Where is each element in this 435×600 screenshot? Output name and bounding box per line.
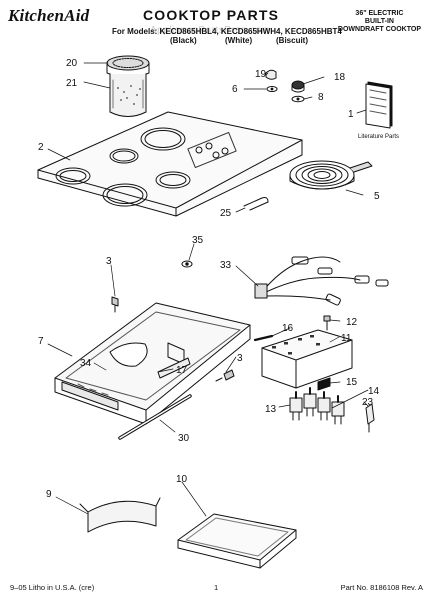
callout-21: 21 bbox=[66, 78, 78, 89]
callout-35: 35 bbox=[192, 235, 204, 246]
callout-9: 9 bbox=[46, 489, 52, 500]
callout-17: 17 bbox=[176, 365, 188, 376]
footer-part-number: Part No. 8186108 Rev. A bbox=[340, 583, 423, 592]
knob-part-19 bbox=[265, 69, 277, 80]
heat-shield-part bbox=[79, 497, 161, 533]
infinite-switches-part bbox=[289, 387, 345, 425]
control-box-part bbox=[261, 329, 353, 389]
callout-33: 33 bbox=[220, 260, 232, 271]
callout-25: 25 bbox=[220, 208, 232, 219]
callout-5: 5 bbox=[374, 191, 380, 202]
callout-8: 8 bbox=[318, 92, 324, 103]
footer-litho: 9–05 Litho in U.S.A. (cre) bbox=[10, 583, 95, 592]
filter-housing-part bbox=[109, 73, 147, 117]
screw-part-3-top bbox=[111, 296, 119, 313]
washer-part-6 bbox=[266, 86, 278, 92]
callout-23: 23 bbox=[362, 397, 374, 408]
model-numbers: For Models: KECD865HBL4, KECD865HWH4, KE… bbox=[112, 27, 342, 36]
knob-part-18 bbox=[291, 80, 305, 93]
brand-logo: KitchenAid bbox=[8, 6, 90, 25]
callout-20: 20 bbox=[66, 58, 78, 69]
callout-1: 1 bbox=[348, 109, 354, 120]
callout-3-right: 3 bbox=[237, 353, 243, 364]
callout-12: 12 bbox=[346, 317, 358, 328]
surface-element-part bbox=[289, 160, 373, 190]
pin-part-16 bbox=[253, 334, 274, 342]
watermark: AppliancePartsPros.com bbox=[150, 25, 271, 36]
product-line-2: BUILT-IN bbox=[364, 18, 394, 25]
callout-34: 34 bbox=[80, 358, 92, 369]
page-title: COOKTOP PARTS bbox=[143, 7, 280, 23]
literature-parts-label: Literature Parts bbox=[358, 134, 399, 140]
callout-14: 14 bbox=[368, 386, 380, 397]
drip-tray-part bbox=[177, 513, 297, 569]
callout-19: 19 bbox=[255, 69, 267, 80]
wire-clip-part bbox=[243, 197, 269, 211]
product-description: 36" ELECTRIC BUILT-IN DOWNDRAFT COOKTOP bbox=[338, 10, 421, 34]
rod-part-30 bbox=[118, 394, 192, 440]
washer-part-8 bbox=[291, 95, 305, 103]
product-line-3: DOWNDRAFT COOKTOP bbox=[337, 26, 421, 33]
literature-part bbox=[365, 81, 393, 129]
grommet-part bbox=[181, 260, 193, 268]
callout-18: 18 bbox=[334, 72, 346, 83]
callout-11: 11 bbox=[341, 333, 352, 344]
color-biscuit-label: (Biscuit) bbox=[276, 36, 308, 45]
footer-page-number: 1 bbox=[214, 583, 219, 592]
callout-13: 13 bbox=[265, 404, 277, 415]
callout-7: 7 bbox=[38, 336, 44, 347]
cooktop-chassis-part bbox=[54, 302, 251, 425]
downdraft-filter-part bbox=[106, 55, 150, 78]
bracket-part-17 bbox=[157, 357, 191, 379]
callout-30: 30 bbox=[178, 433, 190, 444]
leader-lines bbox=[47, 62, 369, 517]
screw-part-3-right bbox=[215, 369, 235, 382]
wire-harness-part bbox=[254, 256, 389, 306]
product-line-1: 36" ELECTRIC bbox=[355, 10, 404, 17]
color-black-label: (Black) bbox=[170, 36, 197, 45]
glass-cooktop-part bbox=[37, 111, 303, 217]
callout-numbers: 20 21 19 6 18 8 1 Literature Parts 2 5 2… bbox=[38, 58, 399, 500]
callout-10: 10 bbox=[176, 474, 188, 485]
callout-6: 6 bbox=[232, 84, 238, 95]
indicator-lamp-part bbox=[365, 403, 375, 433]
callout-3-top: 3 bbox=[106, 256, 112, 267]
screw-part-12 bbox=[323, 315, 331, 331]
callout-2: 2 bbox=[38, 142, 44, 153]
color-white-label: (White) bbox=[225, 36, 253, 45]
callout-15: 15 bbox=[346, 377, 358, 388]
connector-part-15 bbox=[317, 377, 331, 391]
callout-16: 16 bbox=[282, 323, 294, 334]
